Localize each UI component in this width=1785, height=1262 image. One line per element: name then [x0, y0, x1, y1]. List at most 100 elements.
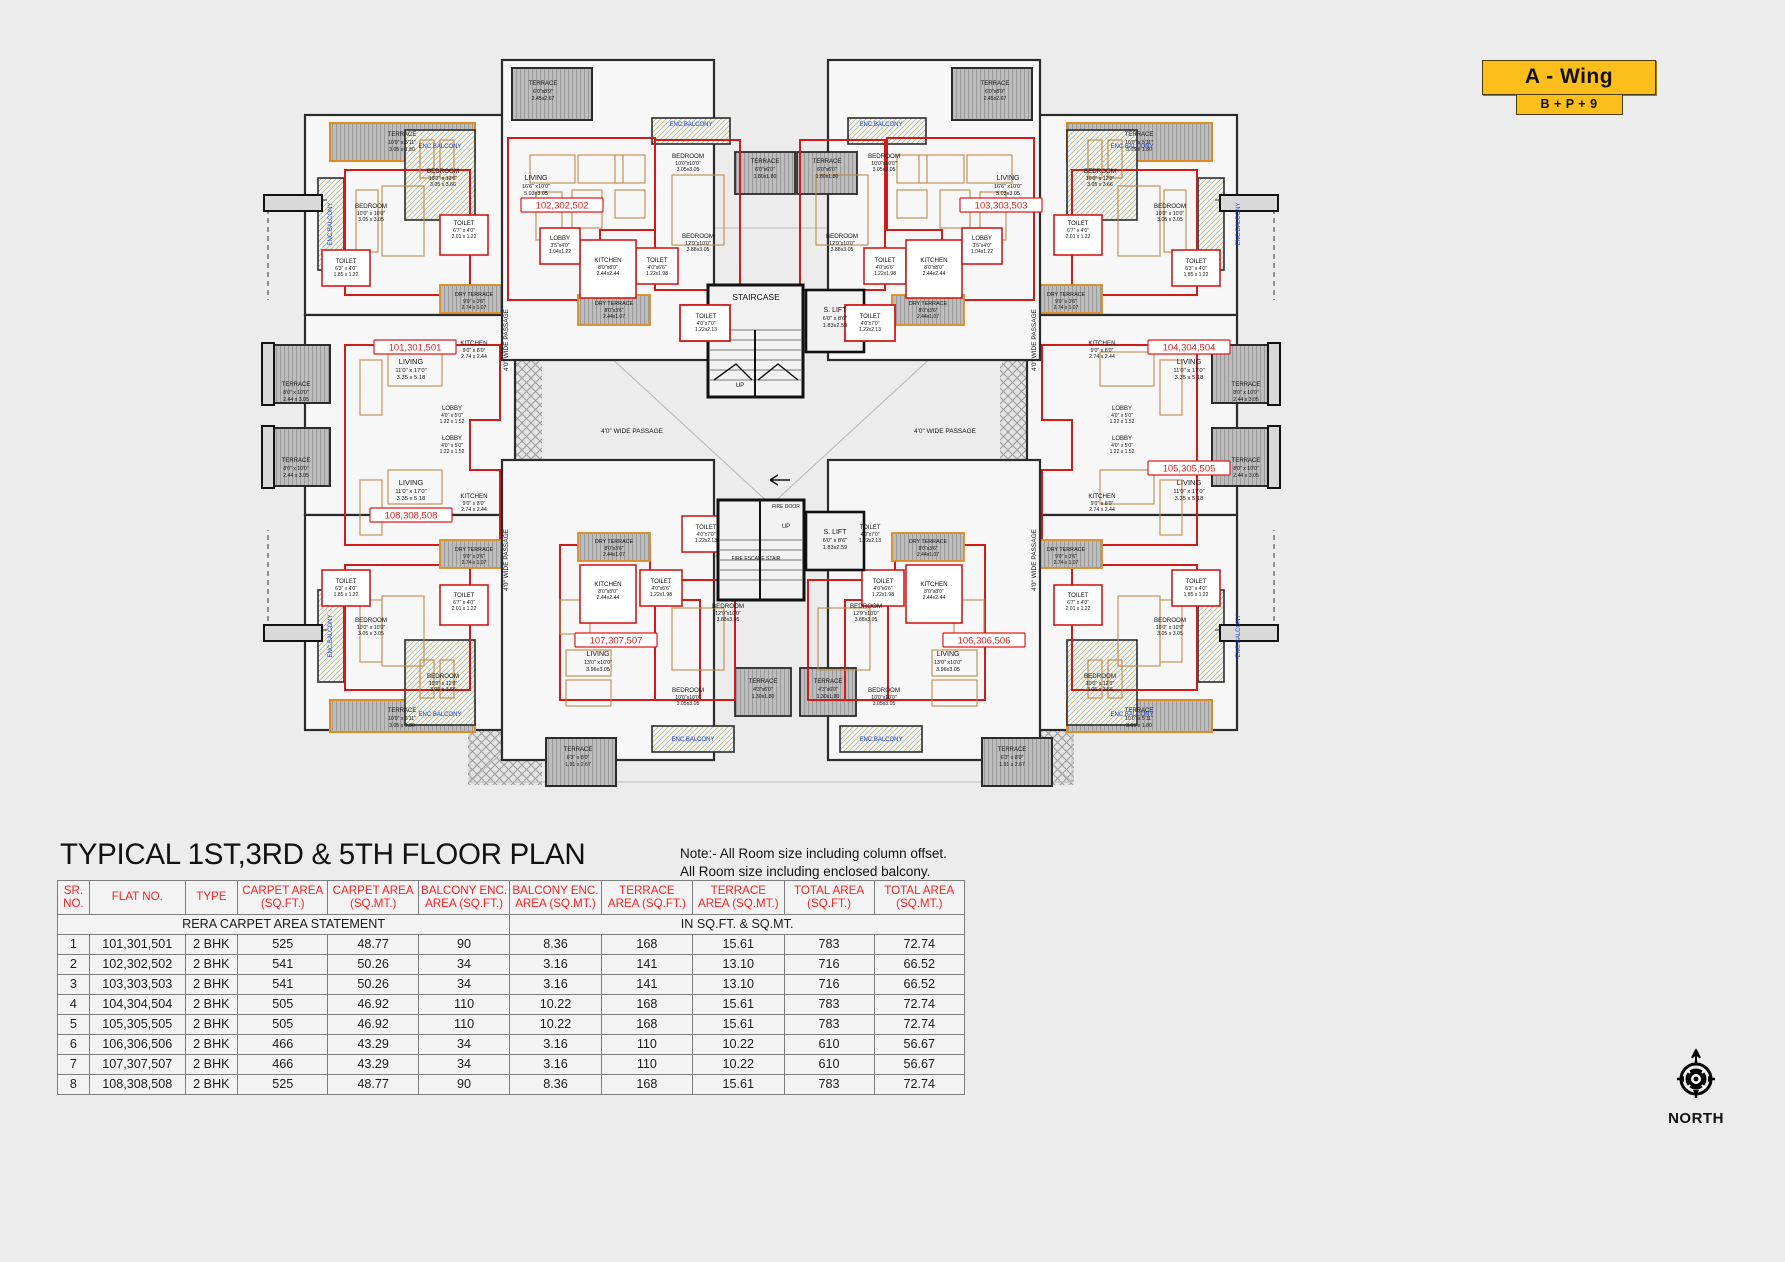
room-toilet-nw2-m: 1.85 x 1.22 [334, 272, 359, 278]
terrace-s2-m: 1.91 x 2.67 [999, 762, 1025, 768]
cell-carpet-sqmt: 43.29 [327, 1033, 419, 1055]
terrace-s3-m: 1.30x1.80 [752, 694, 775, 700]
room-toilet-core3-m: 1.22x2.13 [695, 538, 717, 544]
th-balcony-sqmt-l2: AREA (SQ.MT.) [515, 896, 596, 910]
room-toilet-nw1-ft: 6'7" x 4'0" [453, 228, 475, 234]
cell-sr-no: 4 [57, 993, 90, 1015]
cell-balcony-sqmt: 10.22 [509, 1013, 602, 1035]
room-bedroom-s1-ft: 12'9"x10'0" [715, 611, 741, 617]
room-living-s2: LIVING [937, 651, 960, 658]
dry-terrace-sw-m: 2.74 x 1.07 [462, 560, 487, 566]
room-toilet-se1: TOILET [1068, 593, 1089, 599]
wing-name: A - Wing [1482, 60, 1656, 95]
dry-terrace-ne: DRY TERRACE [1047, 292, 1086, 298]
cell-terrace-sqft: 168 [600, 933, 694, 955]
north-compass: NORTH [1636, 1046, 1756, 1127]
terrace-w2: TERRACE [282, 458, 311, 464]
room-kitchen-s1-m: 2.44x2.44 [597, 595, 620, 601]
room-bedroom-n3: BEDROOM [672, 153, 704, 160]
cell-sr-no: 5 [57, 1013, 90, 1035]
room-lobby-se-ft: 4'0" x 5'0" [1111, 443, 1133, 449]
room-kitchen-s2: KITCHEN [920, 581, 947, 588]
room-living-n2: LIVING [997, 175, 1020, 182]
room-living-nw: LIVING [399, 357, 424, 366]
room-bedroom-sw2: BEDROOM [427, 673, 459, 680]
cell-total-sqmt: 66.52 [873, 953, 966, 975]
room-toilet-s2: TOILET [873, 579, 894, 585]
cell-carpet-sqmt: 50.26 [327, 973, 419, 995]
room-bedroom-n3-ft: 10'0"x10'0" [675, 161, 701, 167]
cell-balcony-sqmt: 3.16 [509, 953, 602, 975]
fire-door-label: FIRE DOOR [772, 504, 800, 510]
room-lobby-n1: LOBBY [550, 236, 570, 242]
terrace-sw: TERRACE [388, 708, 417, 714]
room-toilet-s1: TOILET [651, 579, 672, 585]
room-bedroom-sw1-m: 3.05 x 3.05 [358, 631, 384, 637]
cell-terrace-sqmt: 15.61 [692, 1073, 785, 1095]
terrace-s1-ft: 6'3" x 8'0" [567, 755, 590, 761]
room-toilet-sw1-m: 2.01 x 1.22 [452, 606, 477, 612]
cell-type: 2 BHK [184, 953, 239, 975]
room-bedroom-s3-m: 3.05x3.05 [677, 701, 700, 707]
room-kitchen-n1-m: 2.44x2.44 [597, 271, 620, 277]
cell-sr-no: 7 [57, 1053, 90, 1075]
cell-terrace-sqft: 110 [600, 1033, 694, 1055]
room-toilet-sw1: TOILET [454, 593, 475, 599]
dry-terrace-s1: DRY TERRACE [595, 539, 634, 545]
cell-type: 2 BHK [184, 1073, 239, 1095]
th-total-sqft-l1: TOTAL AREA [794, 884, 865, 897]
cell-balcony-sqmt: 10.22 [509, 993, 602, 1015]
th-total-sqft-l2: (SQ.FT.) [807, 896, 851, 910]
terrace-n4-ft: 6'0"x6'0" [817, 167, 837, 173]
room-lobby-se: LOBBY [1112, 436, 1132, 442]
room-living-ne-ft: 11'0" x 17'0" [1173, 368, 1204, 374]
th-carpet-sqmt: CARPET AREA (SQ.MT.) [327, 880, 419, 915]
cell-carpet-sqft: 525 [237, 1073, 329, 1095]
terrace-s4-ft: 4'3"x6'0" [818, 687, 838, 693]
plan-note-line1: Note:- All Room size including column of… [680, 846, 947, 861]
room-toilet-sw1-ft: 6'7" x 4'0" [453, 600, 475, 606]
dry-terrace-ne-m: 2.74 x 1.07 [1054, 305, 1079, 311]
room-bedroom-n4-ft: 10'0"x10'0" [871, 161, 897, 167]
page-title: TYPICAL 1ST,3RD & 5TH FLOOR PLAN [60, 838, 586, 871]
lift-label-upper: S. LIFT [824, 307, 848, 314]
th-terrace-sqft: TERRACE AREA (SQ.FT.) [600, 880, 694, 915]
cell-flat-no: 105,305,505 [88, 1013, 186, 1035]
room-toilet-n2-m: 1.22x1.98 [874, 271, 896, 277]
room-toilet-n2: TOILET [875, 258, 896, 264]
room-kitchen-se-ft: 9'0" x 8'0" [1091, 501, 1114, 507]
room-toilet-core2: TOILET [860, 314, 881, 320]
plan-unit-block-s [500, 458, 1053, 787]
cell-flat-no: 101,301,501 [88, 933, 186, 955]
enc-balcony-s1: ENC.BALCONY [671, 737, 714, 743]
room-toilet-se1-ft: 6'7" x 4'0" [1067, 600, 1089, 606]
plan-note-line2: All Room size including enclosed balcony… [680, 864, 931, 880]
cell-carpet-sqft: 541 [237, 953, 329, 975]
th-balcony-sqmt-l1: BALCONY ENC. [512, 884, 599, 897]
table-header-row: SR. NO. FLAT NO. TYPE CARPET AREA (SQ.FT… [57, 880, 966, 915]
room-toilet-n1-ft: 4'0"x6'6" [647, 265, 666, 271]
cell-terrace-sqmt: 15.61 [692, 933, 785, 955]
room-bedroom-n4: BEDROOM [868, 153, 900, 160]
cell-balcony-sqmt: 3.16 [509, 1053, 602, 1075]
terrace-ne-ft: 10'0" x 5'11" [1125, 140, 1153, 146]
th-terrace-sqmt: TERRACE AREA (SQ.MT.) [692, 880, 785, 915]
room-bedroom-ne2-m: 3.05 x 3.66 [1087, 182, 1113, 188]
room-lobby-nw: LOBBY [442, 406, 462, 412]
room-toilet-se2-ft: 6'3" x 4'0" [1185, 586, 1207, 592]
room-living-n1-m: 5.03x3.05 [524, 191, 548, 197]
th-terrace-sqmt-l1: TERRACE [710, 884, 767, 897]
room-living-se: LIVING [1177, 478, 1202, 487]
flat-tag-3: 103,303,503 [975, 201, 1028, 212]
room-toilet-ne2-m: 1.85 x 1.22 [1184, 272, 1209, 278]
room-toilet-core4-m: 1.22x2.13 [859, 538, 881, 544]
room-bedroom-sw1-ft: 10'0" x 10'0" [357, 625, 386, 631]
passage-label-vert-se: 4'0" WIDE PASSAGE [1031, 528, 1038, 591]
terrace-s3: TERRACE [749, 679, 778, 685]
room-toilet-ne1-ft: 6'7" x 4'0" [1067, 228, 1089, 234]
room-bedroom-nw2-ft: 10'0" x 12'0" [429, 176, 458, 182]
cell-total-sqmt: 72.74 [873, 993, 966, 1015]
